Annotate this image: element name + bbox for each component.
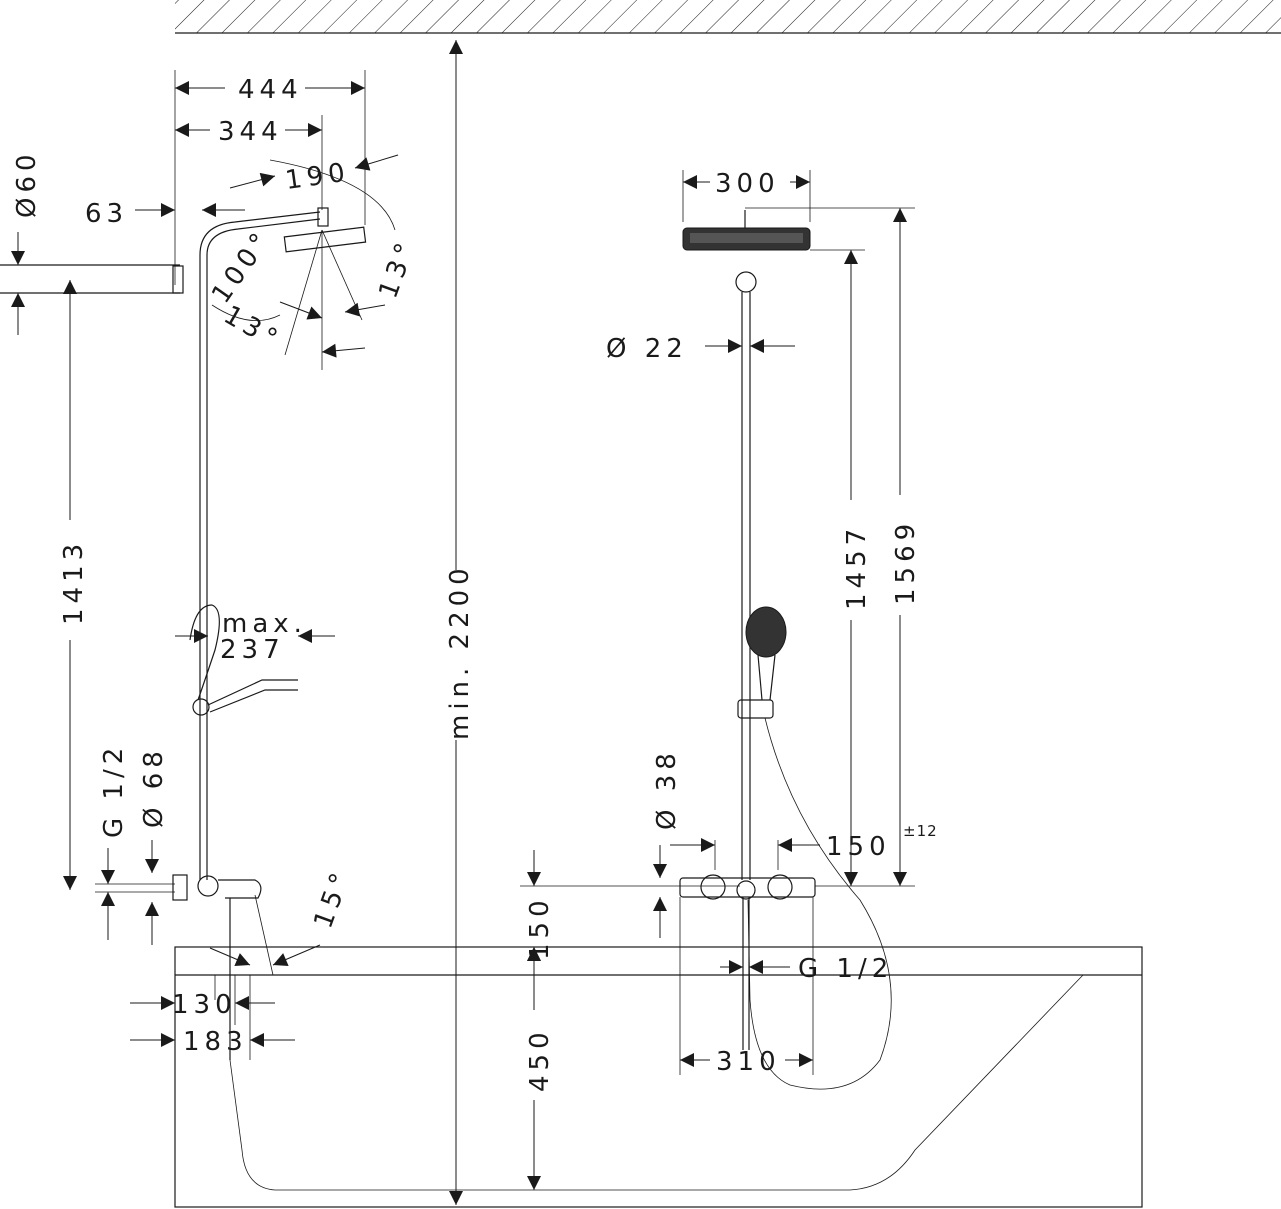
label-310: 310 — [716, 1047, 781, 1077]
label-190: 190 — [283, 157, 351, 196]
label-344: 344 — [218, 117, 283, 147]
label-130: 130 — [172, 990, 237, 1020]
label-max: max. — [222, 609, 307, 639]
label-angle-13-right: 13° — [373, 235, 422, 303]
label-150-center: 150 — [826, 832, 891, 862]
label-1413: 1413 — [59, 539, 89, 625]
label-angle-15: 15° — [308, 865, 357, 933]
label-g12-right: G 1/2 — [798, 954, 893, 984]
label-g12-left: G 1/2 — [99, 743, 129, 838]
label-angle-13-left: 13° — [219, 300, 287, 357]
label-63: 63 — [85, 199, 128, 229]
label-183: 183 — [183, 1027, 248, 1057]
label-angle-100: 100° — [206, 224, 278, 309]
label-diameter-38: Ø 38 — [652, 748, 682, 830]
label-444: 444 — [238, 75, 303, 105]
label-diameter-22: Ø 22 — [606, 334, 688, 364]
label-diameter-68: Ø 68 — [139, 746, 169, 828]
bathtub — [174, 946, 1143, 1208]
label-450: 450 — [525, 1027, 555, 1092]
label-min-2200: min. 2200 — [445, 563, 475, 740]
left-shower-side-view — [0, 70, 396, 1060]
right-shower-front-view — [679, 207, 915, 1090]
tub-dimensions: 150 450 — [520, 850, 740, 1190]
right-dimensions: 300 Ø 22 1457 1569 Ø 38 150 ±12 G 1/2 31… — [606, 169, 938, 1077]
label-237: 237 — [220, 635, 285, 665]
label-1569: 1569 — [891, 519, 921, 605]
label-300: 300 — [715, 169, 780, 199]
left-dimensions: 444 344 190 63 Ø60 100° 13° 13° 1413 max… — [11, 75, 422, 1057]
label-diameter-60: Ø60 — [12, 149, 42, 218]
label-1457: 1457 — [842, 524, 872, 610]
label-tolerance-12: ±12 — [903, 822, 938, 840]
ceiling — [175, 0, 1281, 34]
label-150-tub: 150 — [525, 895, 555, 960]
dimension-min-2200: min. 2200 — [445, 40, 475, 1205]
